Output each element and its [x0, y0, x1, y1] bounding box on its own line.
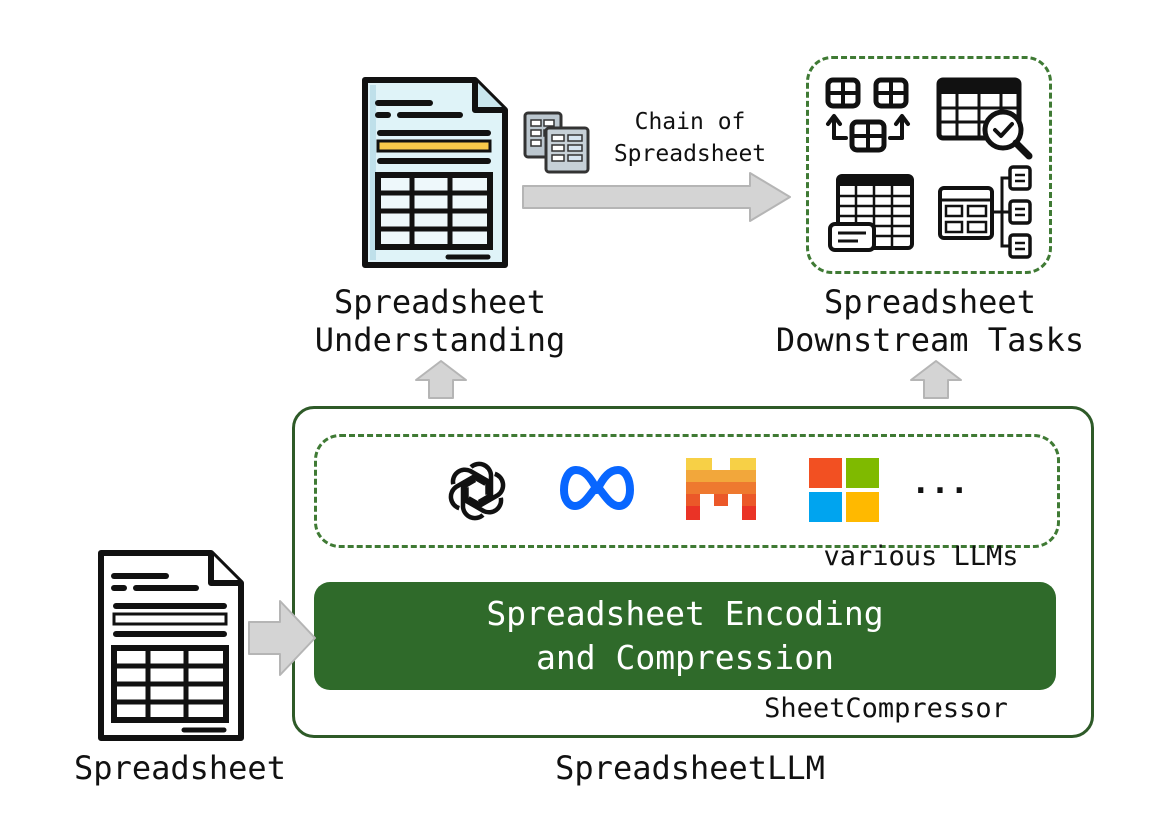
mini-sheets-icon [523, 111, 590, 174]
chain-label-line2: Spreadsheet [613, 141, 767, 167]
mistral-icon [686, 458, 756, 520]
understanding-label-line2: Understanding [314, 321, 566, 359]
arrow-right-icon [248, 600, 316, 676]
meta-icon [560, 466, 634, 510]
spreadsheetllm-box [292, 406, 1094, 738]
table-hierarchy-icon [938, 165, 1032, 259]
understanding-label-line1: Spreadsheet [334, 283, 546, 321]
llms-box [314, 434, 1060, 548]
microsoft-icon [809, 458, 879, 522]
input-spreadsheet-label: Spreadsheet [74, 749, 286, 787]
downstream-tasks-box [806, 56, 1052, 274]
arrow-right-icon [522, 172, 791, 222]
downstream-label-line2: Downstream Tasks [775, 321, 1085, 359]
arrow-up-icon [910, 360, 962, 399]
various-llms-label: various LLMs [823, 541, 1019, 572]
encoding-label-line1: Spreadsheet Encoding [486, 594, 884, 633]
arrow-up-icon [415, 360, 467, 399]
downstream-label-line1: Spreadsheet [824, 283, 1036, 321]
spreadsheetllm-label: SpreadsheetLLM [555, 749, 825, 787]
sheetcompressor-label: SheetCompressor [764, 693, 1008, 724]
chain-label-line1: Chain of [634, 109, 746, 135]
table-merge-icon [825, 77, 910, 153]
encoding-label-line2: and Compression [535, 638, 834, 677]
spreadsheet-document-icon [362, 77, 508, 268]
openai-icon [448, 461, 506, 521]
table-search-icon [936, 77, 1033, 160]
encoding-block: Spreadsheet Encoding and Compression [314, 582, 1056, 690]
spreadsheet-document-icon [98, 550, 244, 741]
table-comment-icon [828, 174, 914, 252]
llm-ellipsis: ... [911, 463, 969, 501]
